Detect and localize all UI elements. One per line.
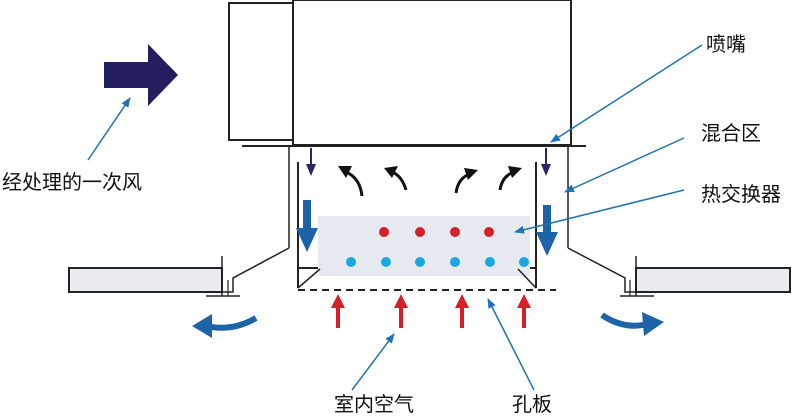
heat-exchanger-tubes bbox=[346, 227, 529, 267]
up-arrow-icon bbox=[517, 294, 531, 328]
curved-arrow-icon bbox=[384, 166, 408, 191]
down-arrow-icon bbox=[296, 200, 318, 252]
big-right-arrow-icon bbox=[104, 44, 178, 106]
curved-arrow-icon bbox=[192, 314, 258, 338]
label-perforated-plate: 孔板 bbox=[512, 392, 552, 416]
label-mixing-zone: 混合区 bbox=[701, 121, 761, 145]
up-arrow-icon bbox=[331, 294, 345, 328]
hot-tube bbox=[379, 227, 389, 237]
label-room-air: 室内空气 bbox=[334, 392, 414, 416]
label-primary-air: 经处理的一次风 bbox=[2, 170, 142, 194]
ceiling-panel-left bbox=[68, 267, 223, 293]
leader-room-air bbox=[351, 333, 395, 391]
leader-perforated-plate bbox=[487, 298, 535, 391]
cold-tube bbox=[485, 257, 495, 267]
curved-arrow-icon bbox=[498, 166, 522, 191]
down-arrow-icon bbox=[536, 205, 558, 256]
nozzle-right bbox=[541, 148, 551, 176]
ceiling-panel-right bbox=[635, 267, 791, 293]
cold-tube bbox=[415, 257, 425, 267]
hot-tube bbox=[484, 227, 494, 237]
cold-tube bbox=[519, 257, 529, 267]
perforated-plate bbox=[297, 268, 556, 291]
leader-heat-exchanger bbox=[514, 189, 685, 234]
curved-arrow-icon bbox=[338, 166, 364, 197]
nozzle-left bbox=[306, 148, 316, 176]
curved-arrow-icon bbox=[600, 312, 664, 336]
unit-housing bbox=[206, 0, 654, 297]
hot-tube bbox=[450, 227, 460, 237]
curved-arrow-icon bbox=[454, 168, 478, 194]
cold-tube bbox=[346, 257, 356, 267]
leader-primary-air bbox=[87, 97, 131, 161]
hot-tube bbox=[415, 227, 425, 237]
leader-nozzle bbox=[550, 44, 703, 143]
leader-mixing-zone bbox=[564, 137, 685, 193]
leader-lines bbox=[87, 44, 703, 391]
heat-exchanger bbox=[318, 216, 530, 276]
cold-tube bbox=[450, 257, 460, 267]
cold-tube bbox=[381, 257, 391, 267]
up-arrow-icon bbox=[455, 294, 469, 328]
up-arrow-icon bbox=[394, 294, 408, 328]
label-nozzle: 喷嘴 bbox=[706, 32, 746, 56]
label-heat-exchanger: 热交换器 bbox=[701, 182, 781, 206]
